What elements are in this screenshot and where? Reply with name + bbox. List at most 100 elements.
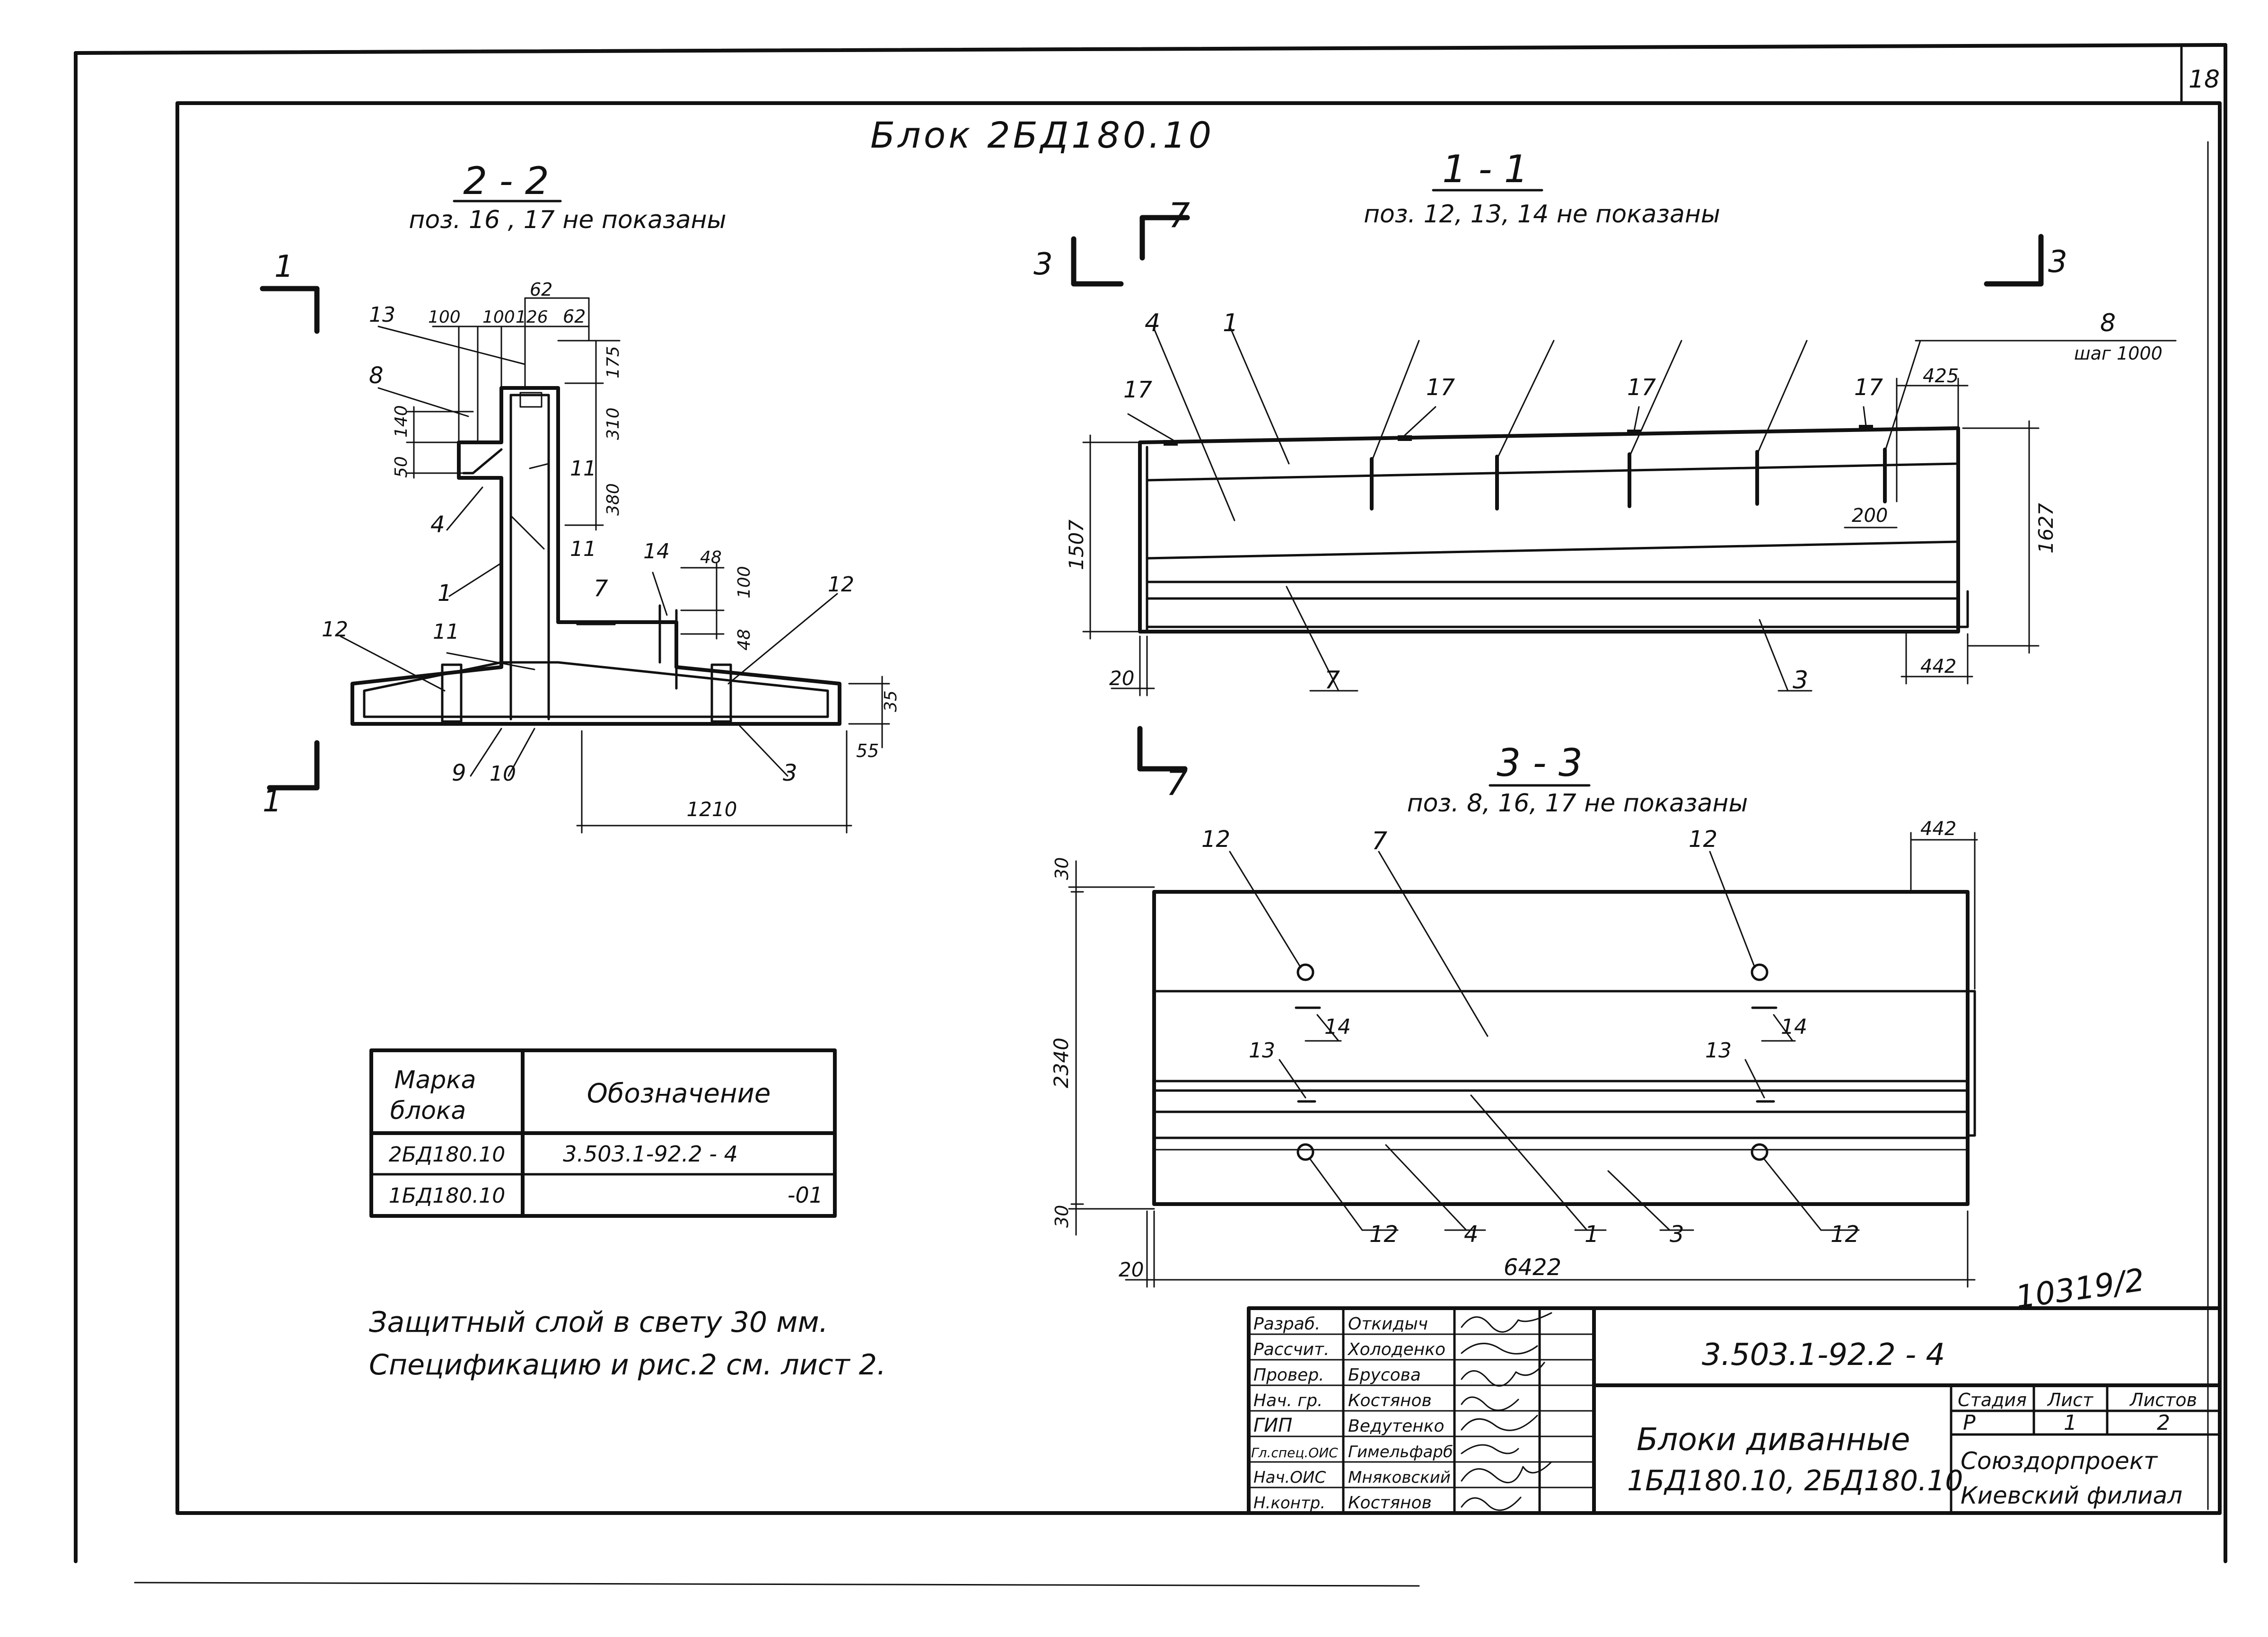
dim-48-bottom: 48 <box>735 629 754 651</box>
pos-7-bottom: 7 <box>1324 666 1340 695</box>
table-header-designation: Обозначение <box>587 1078 771 1109</box>
dim-62-right: 62 <box>563 306 586 327</box>
cut-3-right-label: 3 <box>2048 245 2067 280</box>
dim-2340: 2340 <box>1050 1038 1073 1088</box>
signature-5 <box>1461 1415 1538 1431</box>
dim-140: 140 <box>392 405 411 438</box>
signer-role-6: Гл.спец.ОИС <box>1251 1445 1338 1461</box>
pos-13: 13 <box>369 303 395 327</box>
signer-role-5: ГИП <box>1253 1415 1292 1436</box>
dim-380: 380 <box>604 483 623 516</box>
pos-12-bottom-right: 12 <box>1830 1221 1859 1248</box>
pos-17-d: 17 <box>1854 374 1883 401</box>
dim-48-top: 48 <box>700 548 722 567</box>
pos-1-top: 1 <box>1223 309 1238 337</box>
table-row-1-designation: 3.503.1-92.2 - 4 <box>563 1141 738 1167</box>
dim-30-bottom: 30 <box>1051 1205 1072 1228</box>
signer-name-3: Брусова <box>1348 1365 1421 1385</box>
section-2-2-outline <box>350 386 841 726</box>
step-label: шаг 1000 <box>2074 343 2163 364</box>
signer-role-1: Разраб. <box>1253 1314 1320 1334</box>
signer-role-3: Провер. <box>1253 1365 1324 1385</box>
signer-role-7: Нач.ОИС <box>1253 1468 1326 1487</box>
section-2-2: 2 - 2 поз. 16 , 17 не показаны 1 1 <box>260 159 901 834</box>
doc-code: 3.503.1-92.2 - 4 <box>1702 1338 1945 1373</box>
pos-4-plan: 4 <box>1464 1221 1479 1248</box>
pos-12-right: 12 <box>828 572 854 597</box>
table-header-mark-1: Марка <box>394 1066 476 1094</box>
table-row-1-mark: 2БД180.10 <box>389 1143 506 1167</box>
signature-4 <box>1461 1396 1519 1411</box>
dim-35: 35 <box>881 690 901 712</box>
section-2-2-title: 2 - 2 <box>463 159 549 203</box>
signer-name-6: Гимельфарб <box>1348 1443 1453 1461</box>
signer-name-5: Ведутенко <box>1348 1417 1444 1436</box>
dim-1210: 1210 <box>687 798 737 821</box>
signature-2 <box>1461 1343 1538 1355</box>
pos-17-a: 17 <box>1123 377 1153 403</box>
signer-name-4: Костянов <box>1348 1391 1432 1410</box>
pos-12-bottom-left: 12 <box>1369 1221 1398 1248</box>
signer-role-4: Нач. гр. <box>1253 1391 1323 1410</box>
signer-role-2: Рассчит. <box>1253 1340 1329 1359</box>
section-1-1: 1 - 1 поз. 12, 13, 14 не показаны 3 3 7 <box>1033 147 2177 696</box>
dim-310: 310 <box>604 407 623 440</box>
title-block: Разраб. Откидыч Рассчит. Холоденко Прове… <box>1247 1306 2222 1515</box>
table-row-2-designation: -01 <box>788 1182 823 1208</box>
signature-7 <box>1461 1461 1552 1484</box>
note-line-1: Защитный слой в свету 30 мм. <box>369 1306 828 1339</box>
pos-17-c: 17 <box>1627 374 1656 401</box>
dim-6422: 6422 <box>1504 1254 1561 1281</box>
pos-8-top: 8 <box>2100 309 2116 337</box>
pos-4-top: 4 <box>1145 309 1160 337</box>
table-row-2-mark: 1БД180.10 <box>389 1184 506 1208</box>
signature-8 <box>1461 1496 1522 1511</box>
section-3-3-title: 3 - 3 <box>1497 741 1583 785</box>
pos-3-plan: 3 <box>1670 1221 1684 1248</box>
pos-7-plan: 7 <box>1372 827 1387 855</box>
dim-20-left: 20 <box>1109 667 1134 690</box>
dim-100-a: 100 <box>428 308 461 327</box>
dim-62-top: 62 <box>530 279 552 300</box>
table-header-mark-2: блока <box>390 1097 466 1125</box>
org-name-1: Союздорпроект <box>1961 1447 2158 1475</box>
sheets-header: Листов <box>2129 1390 2197 1410</box>
section-3-3: 3 - 3 поз. 8, 16, 17 не показаны 7 <box>1050 726 1978 1288</box>
pos-11-mid: 11 <box>570 457 596 481</box>
cut-3-left-label: 3 <box>1033 247 1053 282</box>
pos-14: 14 <box>643 539 670 563</box>
signer-role-8: Н.контр. <box>1253 1494 1325 1513</box>
pos-3-bottom: 3 <box>1793 666 1808 695</box>
pos-11-low: 11 <box>570 537 596 561</box>
dim-100-right: 100 <box>735 566 754 598</box>
dim-175: 175 <box>604 346 623 378</box>
section-3-3-note: поз. 8, 16, 17 не показаны <box>1407 789 1748 818</box>
signature-3 <box>1461 1362 1545 1387</box>
dim-30-top: 30 <box>1051 857 1072 880</box>
drawing-name-1: Блоки диванные <box>1637 1421 1910 1458</box>
section-1-1-outline <box>1138 426 1960 634</box>
dim-442-bottom: 442 <box>1920 656 1956 678</box>
pos-13-left: 13 <box>1249 1039 1275 1063</box>
pos-3: 3 <box>783 760 797 786</box>
pos-1: 1 <box>438 580 452 607</box>
drawing-title: Блок 2БД180.10 <box>870 114 1214 156</box>
dim-100-b: 100 <box>482 308 515 327</box>
cut-1-top-label: 1 <box>274 249 294 284</box>
pos-11-left: 11 <box>433 620 459 644</box>
pos-8: 8 <box>369 362 384 389</box>
signer-name-2: Холоденко <box>1347 1340 1445 1359</box>
sheet-value: 1 <box>2064 1411 2077 1435</box>
dim-442-top: 442 <box>1920 818 1956 840</box>
mark-table: Марка блока Обозначение 2БД180.10 3.503.… <box>369 1048 837 1218</box>
sheets-value: 2 <box>2157 1411 2170 1435</box>
dim-126: 126 <box>516 308 548 327</box>
section-1-1-note: поз. 12, 13, 14 не показаны <box>1364 200 1720 229</box>
pos-10: 10 <box>490 762 516 786</box>
signature-6 <box>1461 1444 1519 1454</box>
stage-header: Стадия <box>1958 1390 2027 1410</box>
signer-name-7: Мняковский <box>1348 1468 1451 1487</box>
section-1-1-title: 1 - 1 <box>1442 147 1528 191</box>
pos-9: 9 <box>452 760 466 786</box>
